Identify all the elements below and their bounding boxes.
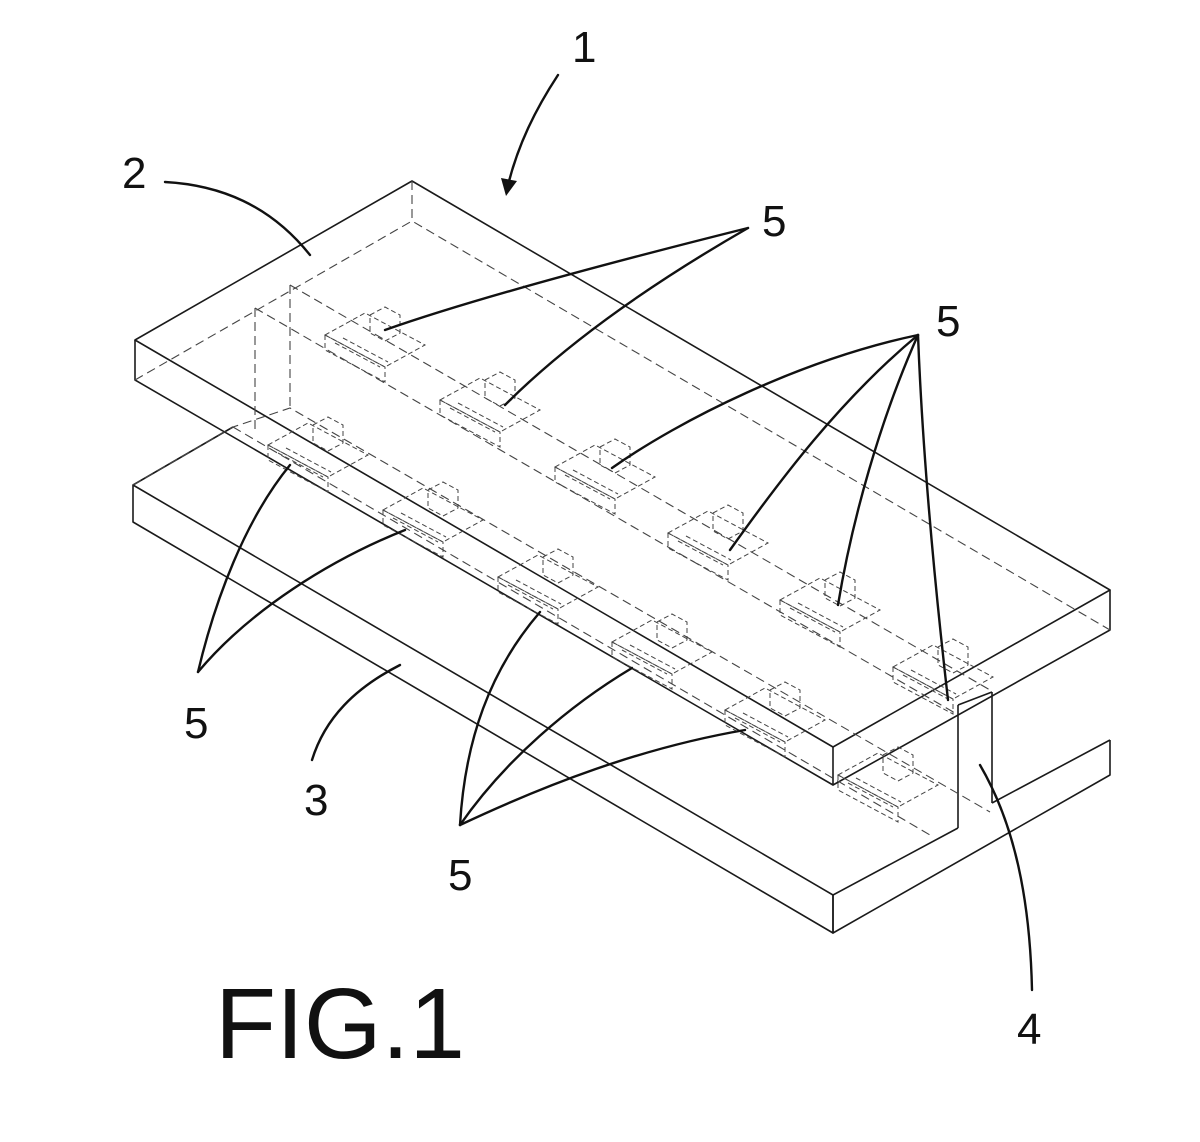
leader-element-right-2 [730,335,918,550]
leader-element-left-2 [198,530,405,672]
element-5-upper-row [325,307,993,714]
reference-labels: 1 2 5 5 5 3 5 4 [122,23,1041,1054]
label-connector: 4 [1017,1005,1041,1054]
upper-plate-right-face [833,590,1110,785]
leader-element-top-1 [385,228,748,330]
figure-title: FIG.1 [215,968,465,1080]
upper-plate [135,181,1110,785]
leader-element-top-2 [505,228,748,405]
element-5-lower-1 [268,417,368,492]
leader-assembly-arrowhead [501,178,517,196]
lower-plate-right-face [833,740,1110,933]
element-5-upper-1 [325,307,425,382]
element-5-upper-5 [780,572,880,647]
leader-lower-plate [312,665,400,760]
leader-element-right-1 [612,335,918,468]
label-element-top: 5 [762,197,786,246]
inner-web-top-line [290,285,990,690]
label-element-left: 5 [184,699,208,748]
leader-lines [165,75,1032,990]
leader-connector [980,765,1032,990]
lower-plate-top-right-edge [992,740,1110,803]
lower-plate-top-front-edge [833,828,958,895]
leader-element-bottom-1 [460,612,540,825]
leader-assembly [508,75,558,185]
leader-element-right-4 [918,335,948,700]
leader-upper-plate [165,182,310,255]
lower-plate [133,427,1110,933]
label-upper-plate: 2 [122,149,146,198]
element-5-upper-2 [440,372,540,447]
leader-element-bottom-3 [460,730,745,825]
label-element-right: 5 [936,297,960,346]
element-5-lower-row [268,417,938,822]
label-assembly: 1 [572,23,596,72]
hidden-edges [133,181,1110,835]
label-element-bottom: 5 [448,851,472,900]
label-lower-plate: 3 [304,776,328,825]
lower-plate-hidden-inner-edge [133,408,990,812]
